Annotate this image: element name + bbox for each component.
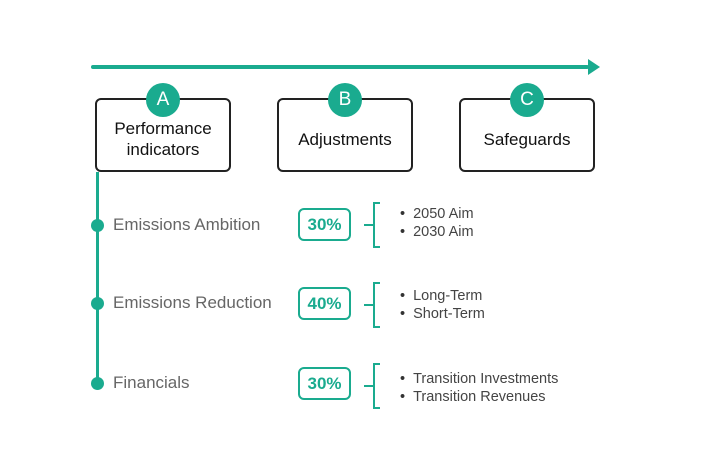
indicator-label-3: Financials (113, 373, 190, 392)
stage-badge-a: A (146, 83, 180, 117)
indicator-label-2: Emissions Reduction (113, 293, 272, 312)
sub-item: Transition Revenues (400, 388, 558, 406)
stage-badge-b: B (328, 83, 362, 117)
sub-list-3: Transition Investments Transition Revenu… (400, 370, 558, 406)
timeline-arrow-line (91, 65, 589, 69)
bracket-icon-1 (364, 202, 380, 248)
sub-item: 2050 Aim (400, 205, 473, 223)
stage-box-a: A Performance indicators (95, 83, 231, 172)
sub-item: Long-Term (400, 287, 485, 305)
indicator-label-1: Emissions Ambition (113, 215, 261, 234)
weight-badge-1: 30% (298, 208, 351, 241)
sub-list-1: 2050 Aim 2030 Aim (400, 205, 473, 241)
bracket-icon-3 (364, 363, 380, 409)
sub-item: 2030 Aim (400, 223, 473, 241)
bracket-icon-2 (364, 282, 380, 328)
sub-item: Transition Investments (400, 370, 558, 388)
stage-box-c: C Safeguards (459, 83, 595, 172)
indicator-timeline (96, 172, 99, 384)
timeline-dot-1 (91, 219, 104, 232)
timeline-dot-3 (91, 377, 104, 390)
arrow-head-icon (588, 59, 600, 75)
weight-badge-3: 30% (298, 367, 351, 400)
weight-badge-2: 40% (298, 287, 351, 320)
stage-badge-c: C (510, 83, 544, 117)
timeline-dot-2 (91, 297, 104, 310)
sub-list-2: Long-Term Short-Term (400, 287, 485, 323)
stage-box-b: B Adjustments (277, 83, 413, 172)
stage-title-a: Performance indicators (114, 119, 212, 159)
sub-item: Short-Term (400, 305, 485, 323)
stage-title-c: Safeguards (483, 129, 571, 149)
stage-title-b: Adjustments (298, 129, 392, 149)
